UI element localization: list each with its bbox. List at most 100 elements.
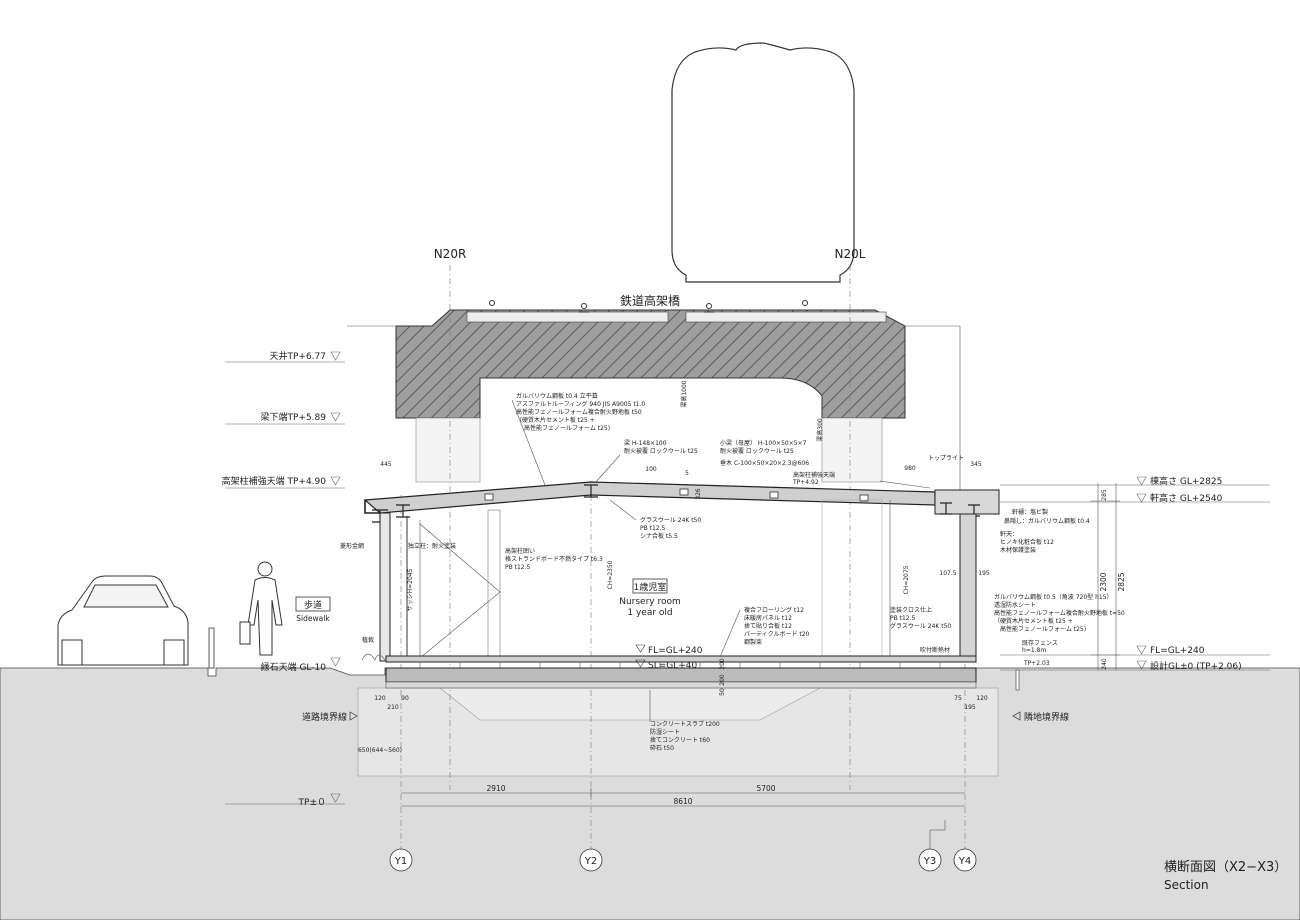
svg-text:鋼製束: 鋼製束 <box>744 638 762 646</box>
svg-text:軒天：: 軒天： <box>1000 530 1018 538</box>
bridge-label: 鉄道高架橋 <box>620 293 680 308</box>
note-insulation: 吹付断熱材 <box>920 646 950 654</box>
room-fl: FL=GL+240 <box>648 646 703 656</box>
dim-beam-300: 梁高300 <box>816 418 824 442</box>
roof-notes: ガルバリウム鋼板 t0.4 立平葺 アスファルトルーフィング 940 JIS A… <box>516 392 645 432</box>
svg-text:防湿シート: 防湿シート <box>650 728 680 736</box>
grid-y2: Y2 <box>584 856 597 867</box>
dim-100: 100 <box>645 466 657 473</box>
dim-445: 445 <box>380 461 392 468</box>
svg-text:捨て貼り合板 t12: 捨て貼り合板 t12 <box>744 622 792 630</box>
fence-notes: 既存フェンス h=1.8m <box>1022 639 1058 654</box>
dim-slab-200a: 200 <box>719 658 726 670</box>
dim-5700: 5700 <box>756 784 775 793</box>
room-name-box <box>632 578 668 594</box>
note-mesh: 菱形金網 <box>340 542 364 550</box>
svg-text:捨てコンクリート t60: 捨てコンクリート t60 <box>650 736 710 744</box>
svg-text:PB t12.5: PB t12.5 <box>505 564 531 571</box>
floor-finish <box>385 655 977 663</box>
note-toplight: トップライト <box>928 455 964 462</box>
grid-y4: Y4 <box>958 856 971 867</box>
svg-text:耐火被覆 ロックウール t25: 耐火被覆 ロックウール t25 <box>624 447 698 455</box>
svg-text:木材保護塗装: 木材保護塗装 <box>1000 546 1036 554</box>
grid-y3: Y3 <box>923 856 936 867</box>
note-column: 独立柱：耐火塗装 <box>408 542 456 550</box>
floor-notes: 複合フローリング t12 床暖房パネル t12 捨て貼り合板 t12 パーティク… <box>744 606 810 646</box>
beam-notes: 梁 H-148×100 耐火被覆 ロックウール t25 <box>624 439 698 455</box>
svg-text:アスファルトルーフィング 940 JIS A9005 t1: アスファルトルーフィング 940 JIS A9005 t1.0 <box>516 400 645 408</box>
note-sash: サッシH=2045 <box>407 568 414 611</box>
soffit-notes: 軒天： ヒノキ化粧合板 t12 木材保護塗装 <box>1000 530 1054 554</box>
interior-notes: 塗装クロス仕上 PB t12.5 グラスウール 24K t50 <box>890 606 951 630</box>
room-name-en: Nursery room <box>619 597 681 607</box>
svg-text:高性能フェノールフォーム複合耐火野地板 t=50: 高性能フェノールフォーム複合耐火野地板 t=50 <box>994 609 1125 617</box>
wall-notes: ガルバリウム鋼板 t0.5（角波 720型 h15） 透湿防水シート 高性能フェ… <box>994 593 1125 633</box>
svg-text:複合フローリング t12: 複合フローリング t12 <box>744 606 804 614</box>
svg-text:高性能フェノールフォーム t25): 高性能フェノールフォーム t25) <box>524 424 610 432</box>
ceiling-notes: グラスウール 24K t50 PB t12.5 シナ合板 t5.5 <box>640 516 701 540</box>
floor-supports <box>419 662 941 668</box>
right-ch: CH=2075 <box>903 565 910 594</box>
drawing-title-en: Section <box>1164 878 1209 892</box>
dim-195: 195 <box>978 570 990 577</box>
dim-slab-50: 50 <box>719 688 726 696</box>
dim-slab-200b: 200 <box>719 674 726 686</box>
room-name-age: 1 year old <box>627 608 672 618</box>
svg-text:垂木 C-100×50×20×2.3@606: 垂木 C-100×50×20×2.3@606 <box>720 459 809 467</box>
subbeam-notes: 小梁（母屋） H-100×50×5×7 耐火被覆 ロックウール t25 垂木 C… <box>720 439 809 467</box>
room-sl: SL=GL+40 <box>648 661 698 671</box>
level-ceiling: 天井TP+6.77 <box>269 350 326 362</box>
level-eave: 軒高さ GL+2540 <box>1150 492 1223 504</box>
dim-120-left: 120 <box>374 695 386 702</box>
svg-text:グラスウール 24K t50: グラスウール 24K t50 <box>890 622 951 630</box>
dim-5: 5 <box>685 470 689 477</box>
right-level-lines <box>1000 476 1270 671</box>
dim-75: 75 <box>954 695 962 702</box>
svg-text:TP+4.92: TP+4.92 <box>792 479 819 486</box>
note-planting: 植栽 <box>362 636 374 644</box>
slab-notes: コンクリートスラブ t200 防湿シート 捨てコンクリート t60 砕石 t50 <box>650 720 720 752</box>
pedestrian-silhouette <box>239 561 283 656</box>
column-left <box>415 417 481 483</box>
svg-text:耐火被覆 ロックウール t25: 耐火被覆 ロックウール t25 <box>720 447 794 455</box>
dim-285: 285 <box>1101 489 1108 501</box>
column-right <box>821 417 883 483</box>
column-top-notes: 高架柱補強天端 TP+4.92 <box>792 471 835 486</box>
dim-8610: 8610 <box>673 797 692 806</box>
dim-210: 210 <box>387 704 399 711</box>
level-ridge: 棟高さ GL+2825 <box>1150 475 1222 487</box>
level-beam-bottom: 梁下端TP+5.89 <box>260 411 326 423</box>
svg-text:ガルバリウム鋼板 t0.5（角波 720型 h15）: ガルバリウム鋼板 t0.5（角波 720型 h15） <box>994 593 1113 601</box>
dim-2910: 2910 <box>486 784 505 793</box>
svg-text:高性能フェノールフォーム複合耐火野地板 t50: 高性能フェノールフォーム複合耐火野地板 t50 <box>516 408 642 416</box>
left-level-lines <box>225 351 345 805</box>
grid-y1: Y1 <box>394 856 407 867</box>
car-silhouette <box>57 575 189 666</box>
room-ch: CH=2350 <box>607 560 614 589</box>
railway-viaduct <box>395 309 906 419</box>
ballast-right <box>685 311 887 323</box>
dim-240: 240 <box>1101 658 1108 670</box>
column-label-n20l: N20L <box>835 247 866 261</box>
eave-right <box>934 489 1000 515</box>
svg-text:砕石 t50: 砕石 t50 <box>650 744 674 752</box>
svg-text:高性能フェノールフォーム t25): 高性能フェノールフォーム t25) <box>1000 625 1086 633</box>
dim-90: 90 <box>401 695 409 702</box>
column-wrap-notes: 高架柱囲い 格ストランドボード不燃タイプ t6.3 PB t12.5 <box>505 547 603 571</box>
note-tp203: TP+2.03 <box>1023 660 1050 667</box>
dim-footing: 650(644~560) <box>358 747 402 754</box>
train-outline <box>671 42 855 283</box>
sidewalk-box <box>295 596 331 612</box>
svg-text:ヒノキ化粧合板 t12: ヒノキ化粧合板 t12 <box>1000 538 1054 546</box>
svg-text:（硬質木片セメント板 t25 +: （硬質木片セメント板 t25 + <box>994 617 1073 625</box>
neighbor-boundary: 隣地境界線 <box>1024 711 1069 723</box>
level-column-top: 高架柱補強天端 TP+4.90 <box>222 475 327 487</box>
svg-text:h=1.8m: h=1.8m <box>1022 647 1046 654</box>
svg-text:透湿防水シート: 透湿防水シート <box>994 601 1036 609</box>
level-curb: 縁石天端 GL-10 <box>261 661 327 673</box>
svg-text:鼻隠し：ガルバリウム鋼板 t0.4: 鼻隠し：ガルバリウム鋼板 t0.4 <box>1004 517 1090 525</box>
level-tp0: TP±０ <box>298 798 326 808</box>
svg-text:軒樋：塩ビ製: 軒樋：塩ビ製 <box>1012 508 1048 516</box>
